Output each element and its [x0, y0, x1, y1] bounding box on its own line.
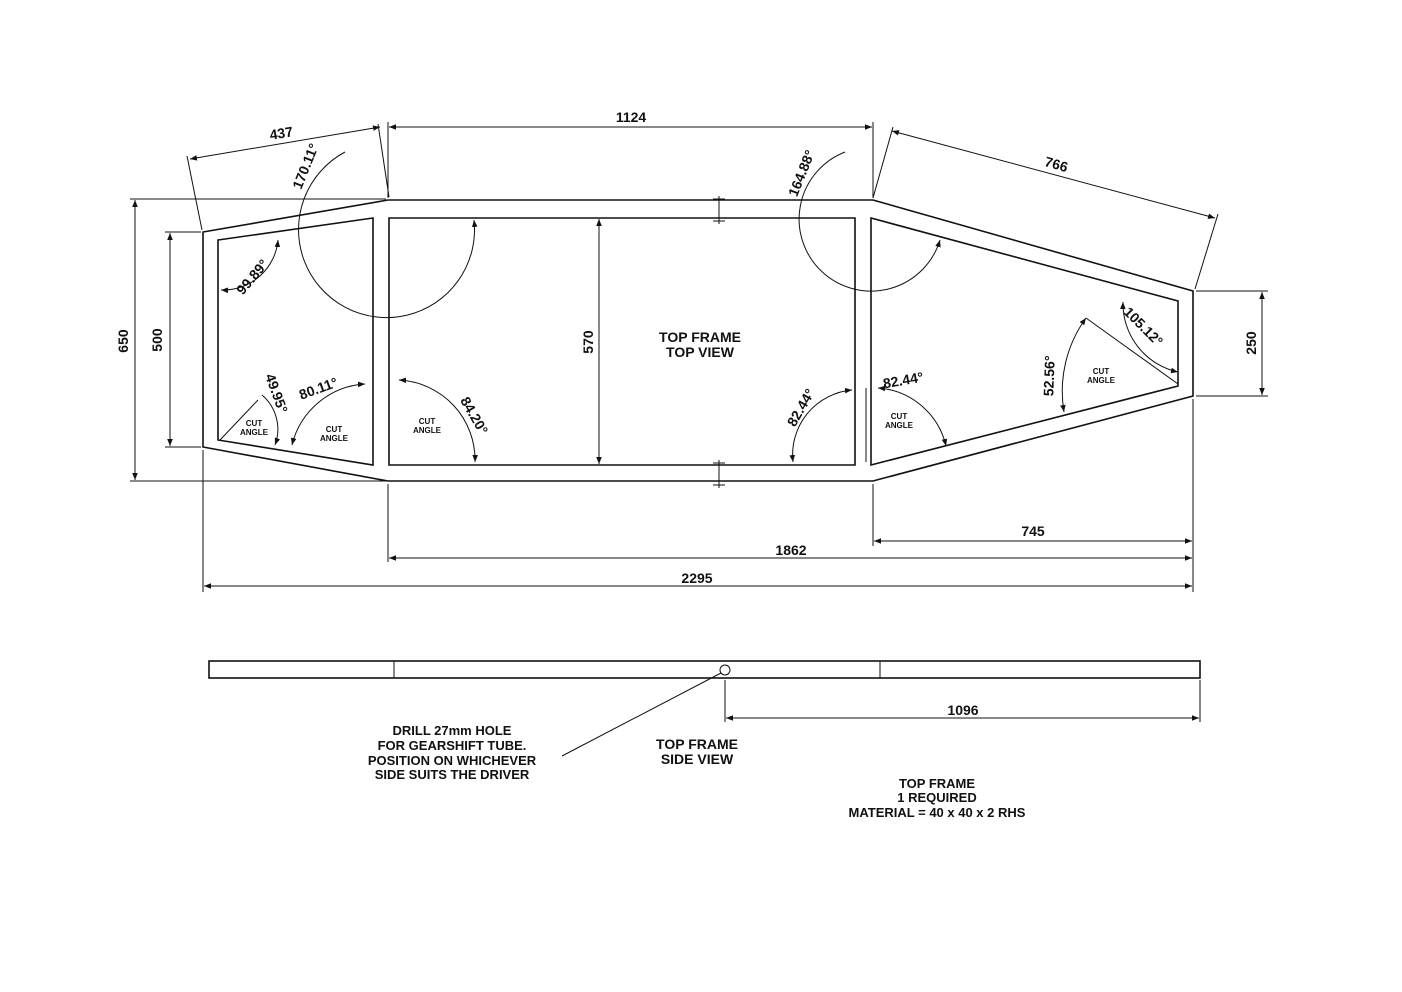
- angle-164: 164.88°: [785, 148, 818, 199]
- cut-angle-2-line2: ANGLE: [320, 434, 349, 443]
- arc-84: [398, 377, 478, 463]
- cut-angle-3-line1: CUT: [419, 417, 436, 426]
- arc-99: [220, 239, 281, 294]
- drill-note-line4: SIDE SUITS THE DRIVER: [375, 767, 530, 782]
- frame-inner-right-bay: [870, 216, 1179, 467]
- top-view-title-line1: TOP FRAME: [659, 329, 741, 345]
- dim-570: 570: [580, 330, 596, 354]
- dim-1862: 1862: [775, 542, 806, 558]
- diagonal-right: [1085, 317, 1179, 385]
- info-line3: MATERIAL = 40 x 40 x 2 RHS: [849, 805, 1026, 820]
- cut-angle-labels: CUT ANGLE CUT ANGLE CUT ANGLE CUT ANGLE …: [240, 367, 1116, 443]
- cut-angle-4-line1: CUT: [891, 412, 908, 421]
- info-line1: TOP FRAME: [899, 776, 975, 791]
- info-line2: 1 REQUIRED: [897, 790, 976, 805]
- top-view-frame: [202, 196, 1194, 488]
- dim-line-766: [891, 130, 1216, 219]
- dim-1124: 1124: [616, 109, 647, 125]
- cut-angle-5-line1: CUT: [1093, 367, 1110, 376]
- dim-766: 766: [1043, 153, 1070, 175]
- dim-250: 250: [1243, 331, 1259, 355]
- arc-82-right: [877, 385, 948, 447]
- angle-arcs: [219, 151, 1179, 463]
- info-block: TOP FRAME 1 REQUIRED MATERIAL = 40 x 40 …: [849, 776, 1026, 820]
- frame-inner-left-bay: [217, 217, 374, 466]
- angle-84: 84.20°: [457, 394, 491, 437]
- dimension-lines: [130, 122, 1268, 592]
- top-view-title-line2: TOP VIEW: [666, 344, 735, 360]
- cut-angle-5-line2: ANGLE: [1087, 376, 1116, 385]
- dim-2295: 2295: [681, 570, 712, 586]
- dim-437: 437: [268, 123, 294, 142]
- angle-80: 80.11°: [297, 374, 340, 403]
- arc-52: [1060, 317, 1087, 413]
- arc-49: [261, 394, 281, 446]
- top-view-title: TOP FRAME TOP VIEW: [659, 329, 741, 360]
- drill-note-line2: FOR GEARSHIFT TUBE.: [378, 738, 527, 753]
- dim-1096: 1096: [947, 702, 978, 718]
- cut-angle-3-line2: ANGLE: [413, 426, 442, 435]
- drill-hole-icon: [719, 664, 731, 676]
- dim-500: 500: [149, 328, 165, 352]
- angle-82-right: 82.44°: [882, 369, 925, 392]
- cut-angle-4-line2: ANGLE: [885, 421, 914, 430]
- side-view-title-line1: TOP FRAME: [656, 736, 738, 752]
- drill-note-line3: POSITION ON WHICHEVER: [368, 753, 537, 768]
- side-view-title-line2: SIDE VIEW: [661, 751, 734, 767]
- side-view: 1096 TOP FRAME SIDE VIEW DRILL 27mm HOLE…: [208, 660, 1201, 782]
- side-view-bar: [208, 660, 1201, 679]
- arc-164: [798, 151, 941, 292]
- angle-99: 99.89°: [233, 256, 271, 297]
- frame-inner-center-bay: [388, 217, 856, 466]
- dim-745: 745: [1021, 523, 1045, 539]
- angle-49: 49.95°: [262, 371, 291, 415]
- arc-80: [290, 381, 366, 446]
- cut-angle-1-line2: ANGLE: [240, 428, 269, 437]
- angle-52: 52.56°: [1040, 355, 1057, 396]
- arc-82-left: [789, 387, 853, 463]
- arc-105: [1120, 301, 1179, 374]
- drill-note-line1: DRILL 27mm HOLE: [393, 723, 512, 738]
- dim-line-437: [189, 125, 381, 161]
- diagonal-left: [219, 399, 259, 441]
- drill-leader-line: [561, 672, 722, 757]
- dim-650: 650: [115, 329, 131, 353]
- angle-170: 170.11°: [289, 141, 322, 191]
- angle-105: 105.12°: [1121, 304, 1167, 350]
- arc-170: [298, 151, 478, 319]
- cut-angle-1-line1: CUT: [246, 419, 263, 428]
- cut-angle-2-line1: CUT: [326, 425, 343, 434]
- frame-outer-outline: [202, 199, 1194, 482]
- dimension-labels: 437 1124 766 650 500 570 250 745 1862 22…: [115, 109, 1259, 586]
